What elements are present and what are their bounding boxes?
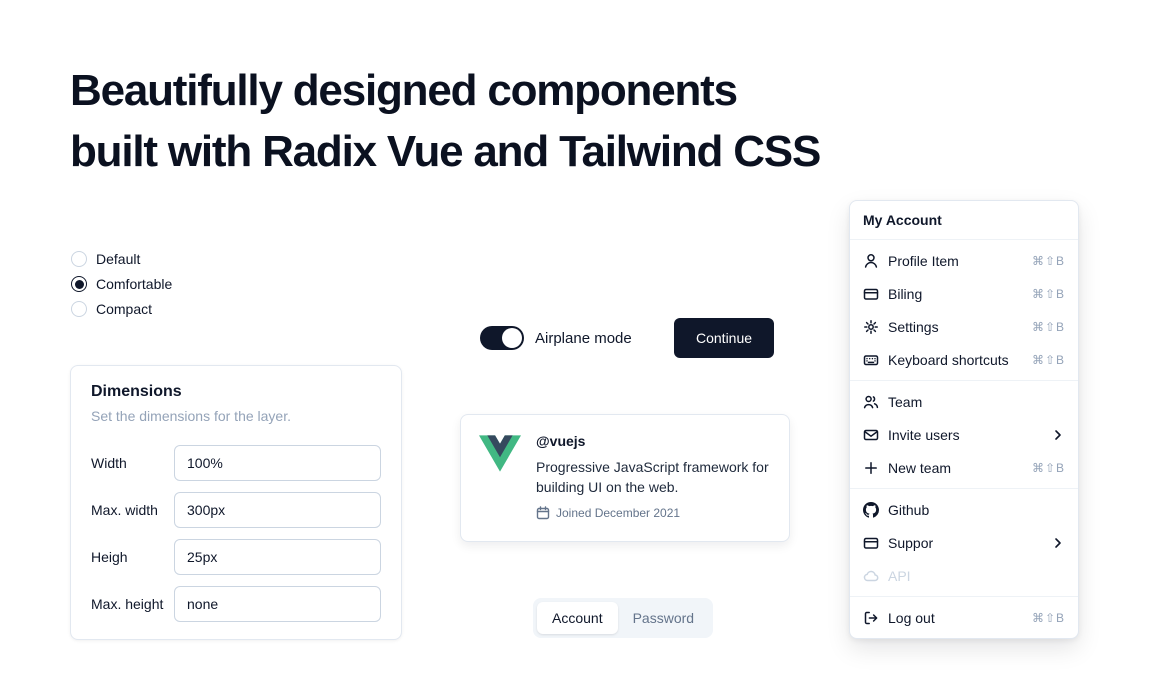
menu-item-billing[interactable]: Biling ⌘⇧B — [854, 277, 1074, 310]
menu-item-logout[interactable]: Log out ⌘⇧B — [854, 601, 1074, 634]
cloud-icon — [863, 568, 879, 584]
menu-item-keyboard-shortcuts[interactable]: Keyboard shortcuts ⌘⇧B — [854, 343, 1074, 376]
chevron-right-icon — [1051, 536, 1065, 550]
menu-separator — [850, 596, 1078, 597]
page-title-line1: Beautifully designed components — [70, 66, 738, 115]
field-row-max-width: Max. width — [91, 492, 381, 528]
airplane-mode-label: Airplane mode — [535, 329, 632, 347]
chevron-right-icon — [1051, 428, 1065, 442]
menu-shortcut: ⌘⇧B — [1031, 253, 1065, 268]
menu-separator — [850, 488, 1078, 489]
radio-icon — [71, 251, 87, 267]
radio-label: Compact — [96, 301, 153, 317]
max-height-input[interactable] — [174, 586, 381, 622]
calendar-icon — [536, 506, 550, 520]
airplane-mode-switch[interactable] — [480, 326, 524, 350]
menu-item-label: Suppor — [888, 534, 934, 551]
radio-icon-selected — [71, 276, 87, 292]
switch-thumb — [502, 328, 522, 348]
field-label: Max. height — [91, 596, 164, 612]
vuejs-description: Progressive JavaScript framework for bui… — [536, 459, 769, 495]
menu-item-label: Keyboard shortcuts — [888, 351, 1009, 368]
tab-password[interactable]: Password — [632, 610, 695, 626]
keyboard-icon — [863, 352, 879, 368]
vuejs-logo — [479, 435, 521, 472]
menu-group-logout: Log out ⌘⇧B — [850, 597, 1078, 638]
card-icon — [863, 535, 879, 551]
menu-shortcut: ⌘⇧B — [1031, 352, 1065, 367]
dimensions-card: Dimensions Set the dimensions for the la… — [70, 365, 402, 640]
menu-item-profile[interactable]: Profile Item ⌘⇧B — [854, 244, 1074, 277]
menu-shortcut: ⌘⇧B — [1031, 460, 1065, 475]
continue-button[interactable]: Continue — [674, 318, 775, 358]
tabs: Account Password — [533, 598, 714, 638]
field-row-max-height: Max. height — [91, 586, 381, 622]
radio-option-compact[interactable]: Compact — [71, 301, 172, 317]
radio-label: Comfortable — [96, 276, 173, 292]
field-row-width: Width — [91, 445, 381, 481]
dimensions-title: Dimensions — [91, 383, 182, 400]
radio-group: Default Comfortable Compact — [71, 251, 172, 317]
menu-item-label: API — [888, 567, 911, 584]
field-row-height: Heigh — [91, 539, 381, 575]
menu-item-label: Team — [888, 393, 923, 410]
gear-icon — [863, 319, 879, 335]
vuejs-hover-card: @vuejs Progressive JavaScript framework … — [460, 414, 790, 542]
menu-item-label: Biling — [888, 285, 923, 302]
menu-item-label: Settings — [888, 318, 939, 335]
field-label: Max. width — [91, 502, 158, 518]
page-title-line2: built with Radix Vue and Tailwind CSS — [70, 127, 821, 176]
menu-shortcut: ⌘⇧B — [1031, 319, 1065, 334]
menu-item-team[interactable]: Team — [854, 385, 1074, 418]
github-icon — [863, 501, 879, 518]
menu-title: My Account — [863, 212, 942, 228]
menu-group-team: Team Invite users New team ⌘⇧B — [850, 381, 1078, 488]
max-width-input[interactable] — [174, 492, 381, 528]
menu-item-label: Invite users — [888, 426, 960, 443]
joined-text: Joined December 2021 — [556, 506, 681, 520]
plus-icon — [863, 460, 879, 476]
width-input[interactable] — [174, 445, 381, 481]
menu-item-api: API — [854, 559, 1074, 592]
vuejs-handle: @vuejs — [536, 433, 586, 449]
radio-icon — [71, 301, 87, 317]
radio-label: Default — [96, 251, 141, 267]
radio-option-comfortable[interactable]: Comfortable — [71, 276, 172, 292]
menu-item-invite-users[interactable]: Invite users — [854, 418, 1074, 451]
dimensions-fields: Width Max. width Heigh Max. height — [91, 445, 381, 622]
menu-group-account: Profile Item ⌘⇧B Biling ⌘⇧B Settings ⌘⇧B — [850, 240, 1078, 380]
menu-separator — [850, 239, 1078, 240]
menu-item-label: Log out — [888, 609, 935, 626]
menu-item-label: Profile Item — [888, 252, 959, 269]
menu-item-github[interactable]: Github — [854, 493, 1074, 526]
dropdown-menu: My Account Profile Item ⌘⇧B Biling ⌘⇧B — [849, 200, 1079, 639]
menu-shortcut: ⌘⇧B — [1031, 286, 1065, 301]
logout-icon — [863, 610, 879, 626]
users-icon — [863, 394, 879, 410]
height-input[interactable] — [174, 539, 381, 575]
user-icon — [863, 253, 879, 269]
field-label: Heigh — [91, 549, 128, 565]
credit-card-icon — [863, 286, 879, 302]
menu-shortcut: ⌘⇧B — [1031, 610, 1065, 625]
menu-item-label: Github — [888, 501, 930, 518]
menu-item-label: New team — [888, 459, 952, 476]
radio-option-default[interactable]: Default — [71, 251, 172, 267]
menu-group-misc: Github Suppor API — [850, 489, 1078, 596]
page-title: Beautifully designed components built wi… — [70, 60, 821, 182]
airplane-mode-row: Airplane mode — [480, 326, 632, 350]
mail-icon — [863, 427, 879, 443]
menu-item-settings[interactable]: Settings ⌘⇧B — [854, 310, 1074, 343]
field-label: Width — [91, 455, 127, 471]
hover-card-content: @vuejs Progressive JavaScript framework … — [536, 433, 771, 523]
menu-separator — [850, 380, 1078, 381]
joined-row: Joined December 2021 — [536, 506, 771, 520]
tab-account[interactable]: Account — [537, 602, 618, 634]
menu-item-support[interactable]: Suppor — [854, 526, 1074, 559]
menu-item-new-team[interactable]: New team ⌘⇧B — [854, 451, 1074, 484]
dimensions-subtitle: Set the dimensions for the layer. — [91, 408, 291, 424]
